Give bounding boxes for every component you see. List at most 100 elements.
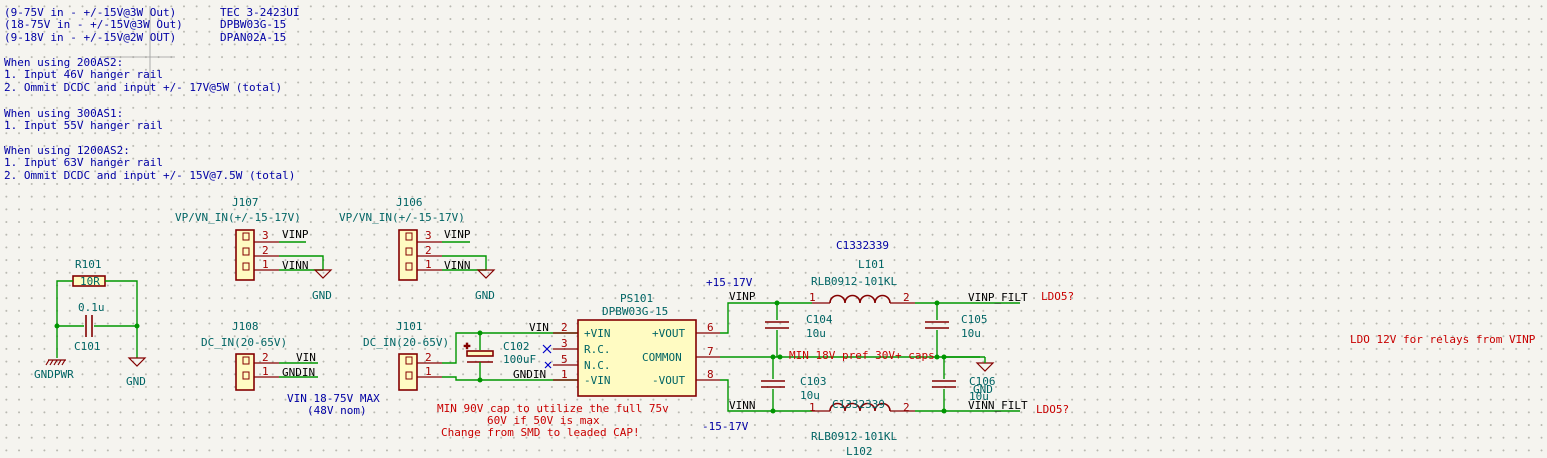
j107-ref: J107 [232, 196, 259, 209]
l102-ref: L102 [846, 445, 873, 458]
j106-value: VP/VN_IN(+/-15-17V) [339, 211, 465, 224]
c102-capacitor[interactable]: + C102 100uF [463, 330, 536, 383]
j108-net-gndin: GNDIN [282, 366, 315, 379]
j108-pin1: 1 [262, 365, 269, 378]
j107-connector[interactable]: J107 VP/VN_IN(+/-15-17V) 3 2 1 VINP VINN… [175, 196, 333, 302]
c103-ref: C103 [800, 375, 827, 388]
j106-gnd-label: GND [475, 289, 495, 302]
net-vinn: VINN [729, 399, 756, 412]
net-minus15: -15-17V [702, 420, 749, 433]
ps101-pin5: 5 [561, 353, 568, 366]
j107-net-vinp: VINP [282, 228, 309, 241]
ps101-pinname-vout-plus: +VOUT [652, 327, 685, 340]
note-line3a: (9-18V in - +/-15V@2W OUT) [4, 31, 176, 44]
j106-net-vinp: VINP [444, 228, 471, 241]
ps101-net-vin: VIN [529, 321, 549, 334]
output-filter[interactable]: +15-17V VINP VINN -15-17V GND MIN 18V pr… [702, 239, 1074, 458]
ps101-pin6: 6 [707, 321, 714, 334]
ps101-pin7: 7 [707, 345, 714, 358]
note-line2b: DPBW03G-15 [220, 18, 286, 31]
l102-pin1: 1 [809, 401, 816, 414]
c106-value: 10u [969, 390, 989, 403]
note-block3-l2: 2. Ommit DCDC and input +/- 15V@7.5W (to… [4, 169, 295, 182]
c106-ref: C106 [969, 375, 996, 388]
l101-part: C1332339 [836, 239, 889, 252]
c104-value: 10u [806, 327, 826, 340]
j108-pin2: 2 [262, 351, 269, 364]
ps101-dcdc[interactable]: PS101 DPBW03G-15 2 3 5 1 +VIN R.C. N.C. … [513, 292, 720, 397]
cap-note-1: MIN 90V cap to utilize the full 75v [437, 402, 669, 415]
net-vinp: VINP [729, 290, 756, 303]
ps101-net-gndin: GNDIN [513, 368, 546, 381]
j107-value: VP/VN_IN(+/-15-17V) [175, 211, 301, 224]
c105-ref: C105 [961, 313, 988, 326]
j101-pin1: 1 [425, 365, 432, 378]
note-block3-title: When using 1200AS2: [4, 144, 130, 157]
j106-pin1: 1 [425, 258, 432, 271]
j108-connector[interactable]: J108 DC_IN(20-65V) 2 1 VIN GNDIN VIN 18-… [201, 320, 380, 417]
ps101-pinname-common: COMMON [642, 351, 682, 364]
ps101-pin8: 8 [707, 368, 714, 381]
j106-connector[interactable]: J106 VP/VN_IN(+/-15-17V) 3 2 1 VINP VINN… [339, 196, 496, 302]
l101-ref: L101 [858, 258, 885, 271]
cap-note-3: Change from SMD to leaded CAP! [441, 426, 640, 439]
l102-value: RLB0912-101KL [811, 430, 897, 443]
j106-net-vinn: VINN [444, 259, 471, 272]
j106-ref: J106 [396, 196, 423, 209]
gnd-symbol-r101 [127, 357, 147, 367]
j108-ref: J108 [232, 320, 259, 333]
j107-pin3: 3 [262, 229, 269, 242]
net-plus15: +15-17V [706, 276, 753, 289]
cap-pref-note: MIN 18V pref 30V+ caps [789, 349, 935, 362]
note-block2-title: When using 300AS1: [4, 107, 123, 120]
j101-connector[interactable]: J101 DC_IN(20-65V) 2 1 [363, 320, 578, 391]
l101-pin2: 2 [903, 291, 910, 304]
r101-ref: R101 [75, 258, 102, 271]
note-block1-l2: 2. Ommit DCDC and input +/- 17V@5W (tota… [4, 81, 282, 94]
net-vinn-filt: VINN_FILT [968, 399, 1028, 412]
net-vinp-filt: VINP_FILT [968, 291, 1028, 304]
c101-value: 0.1u [78, 301, 105, 314]
j101-pin2: 2 [425, 351, 432, 364]
ldo2-note: LDO5? [1036, 403, 1069, 416]
c102-value: 100uF [503, 353, 536, 366]
c104-ref: C104 [806, 313, 833, 326]
ps101-pinname-vin-minus: -VIN [584, 374, 611, 387]
c105-value: 10u [961, 327, 981, 340]
ps101-pinname-nc: N.C. [584, 359, 611, 372]
j101-value: DC_IN(20-65V) [363, 336, 449, 349]
r101-c101-group[interactable]: R101 10R 0.1u C101 GNDPWR GND [34, 258, 147, 388]
ps101-pinname-rc: R.C. [584, 343, 611, 356]
ps101-pin1: 1 [561, 368, 568, 381]
ps101-pin2: 2 [561, 321, 568, 334]
gndpwr-label: GNDPWR [34, 368, 74, 381]
ps101-pinname-vout-minus: -VOUT [652, 374, 685, 387]
j106-pin2: 2 [425, 244, 432, 257]
l102-part: C1332339 [832, 398, 885, 411]
vin-range-note: VIN 18-75V MAX [287, 392, 380, 405]
j107-pin1: 1 [262, 258, 269, 271]
cap-note-2: 60V if 50V is max [487, 414, 600, 427]
note-line3b: DPAN02A-15 [220, 31, 286, 44]
j106-pin3: 3 [425, 229, 432, 242]
notes-block: (9-75V in - +/-15V@3W Out) TEC 3-2423UI … [4, 6, 299, 182]
ps101-pin3: 3 [561, 337, 568, 350]
gnd-symbol-common [975, 362, 995, 372]
note-block1-title: When using 200AS2: [4, 56, 123, 69]
c102-ref: C102 [503, 340, 530, 353]
j108-net-vin: VIN [296, 351, 316, 364]
l102-pin2: 2 [903, 401, 910, 414]
ps101-pinname-vin-plus: +VIN [584, 327, 611, 340]
j108-value: DC_IN(20-65V) [201, 336, 287, 349]
c103-value: 10u [800, 389, 820, 402]
nc-noconnect [544, 361, 552, 369]
ps101-value: DPBW03G-15 [602, 305, 668, 318]
gndpwr-symbol [45, 359, 66, 366]
l101-value: RLB0912-101KL [811, 275, 897, 288]
note-line1a: (9-75V in - +/-15V@3W Out) [4, 6, 176, 19]
svg-text:+: + [464, 341, 470, 352]
rc-noconnect [542, 344, 552, 354]
r101-value: 10R [80, 275, 100, 288]
note-block3-l1: 1. Input 63V hanger rail [4, 156, 163, 169]
